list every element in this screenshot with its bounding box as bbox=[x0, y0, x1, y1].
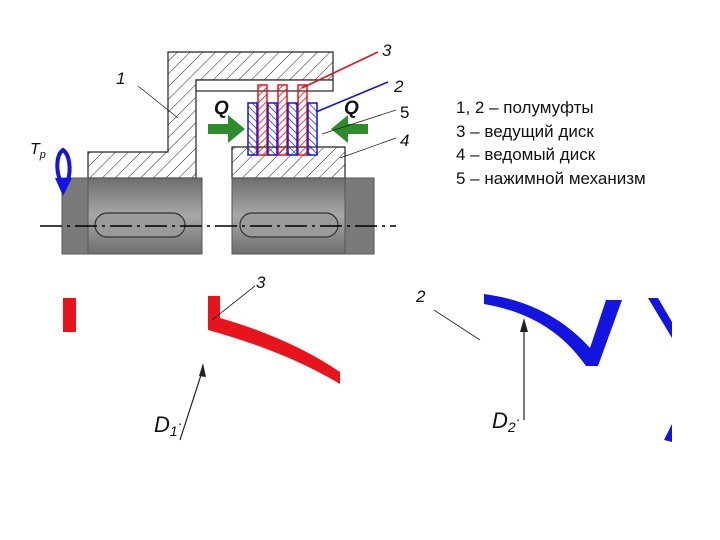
legend-item: 5 – нажимной механизм bbox=[456, 168, 646, 188]
label-part-2: 2 bbox=[393, 77, 404, 96]
d1-arrowhead bbox=[199, 363, 206, 377]
leader-4 bbox=[339, 137, 397, 159]
label-lower-2: 2 bbox=[415, 287, 426, 306]
legend-item: 4 – ведомый диск bbox=[456, 145, 596, 164]
label-part-3: 3 bbox=[382, 41, 392, 60]
d2-arrowhead bbox=[520, 318, 528, 332]
label-part-4: 4 bbox=[400, 131, 409, 150]
label-q-right: Q bbox=[344, 98, 359, 119]
force-arrow-left bbox=[208, 115, 245, 143]
label-part-1: 1 bbox=[116, 69, 125, 88]
leader-lower-2 bbox=[433, 309, 481, 341]
leader-5 bbox=[321, 109, 397, 135]
parts-legend: 1, 2 – полумуфты 3 – ведущий диск 4 – ве… bbox=[456, 96, 646, 190]
right-shaft bbox=[231, 177, 375, 255]
driving-disks bbox=[257, 84, 308, 156]
driving-disk-profile bbox=[63, 296, 340, 384]
driven-disks bbox=[247, 102, 318, 156]
legend-item: 1, 2 – полумуфты bbox=[456, 98, 594, 117]
torque-arrow-icon bbox=[55, 147, 72, 196]
label-tp: Tp bbox=[30, 141, 46, 161]
leader-3 bbox=[301, 51, 379, 89]
leader-1 bbox=[137, 85, 179, 119]
leader-lower-3 bbox=[211, 285, 256, 321]
leader-2 bbox=[315, 81, 389, 113]
legend-item: 3 – ведущий диск bbox=[456, 121, 594, 141]
d1-arrow-line bbox=[179, 371, 203, 441]
driven-disk-profile bbox=[484, 294, 672, 442]
label-d1: D1· bbox=[154, 412, 182, 439]
left-shaft bbox=[61, 177, 203, 255]
force-arrow-right bbox=[331, 115, 368, 143]
label-d2: D2· bbox=[492, 408, 520, 435]
label-lower-3: 3 bbox=[256, 273, 266, 292]
label-part-5: 5 bbox=[400, 103, 409, 122]
label-q-left: Q bbox=[214, 98, 229, 119]
